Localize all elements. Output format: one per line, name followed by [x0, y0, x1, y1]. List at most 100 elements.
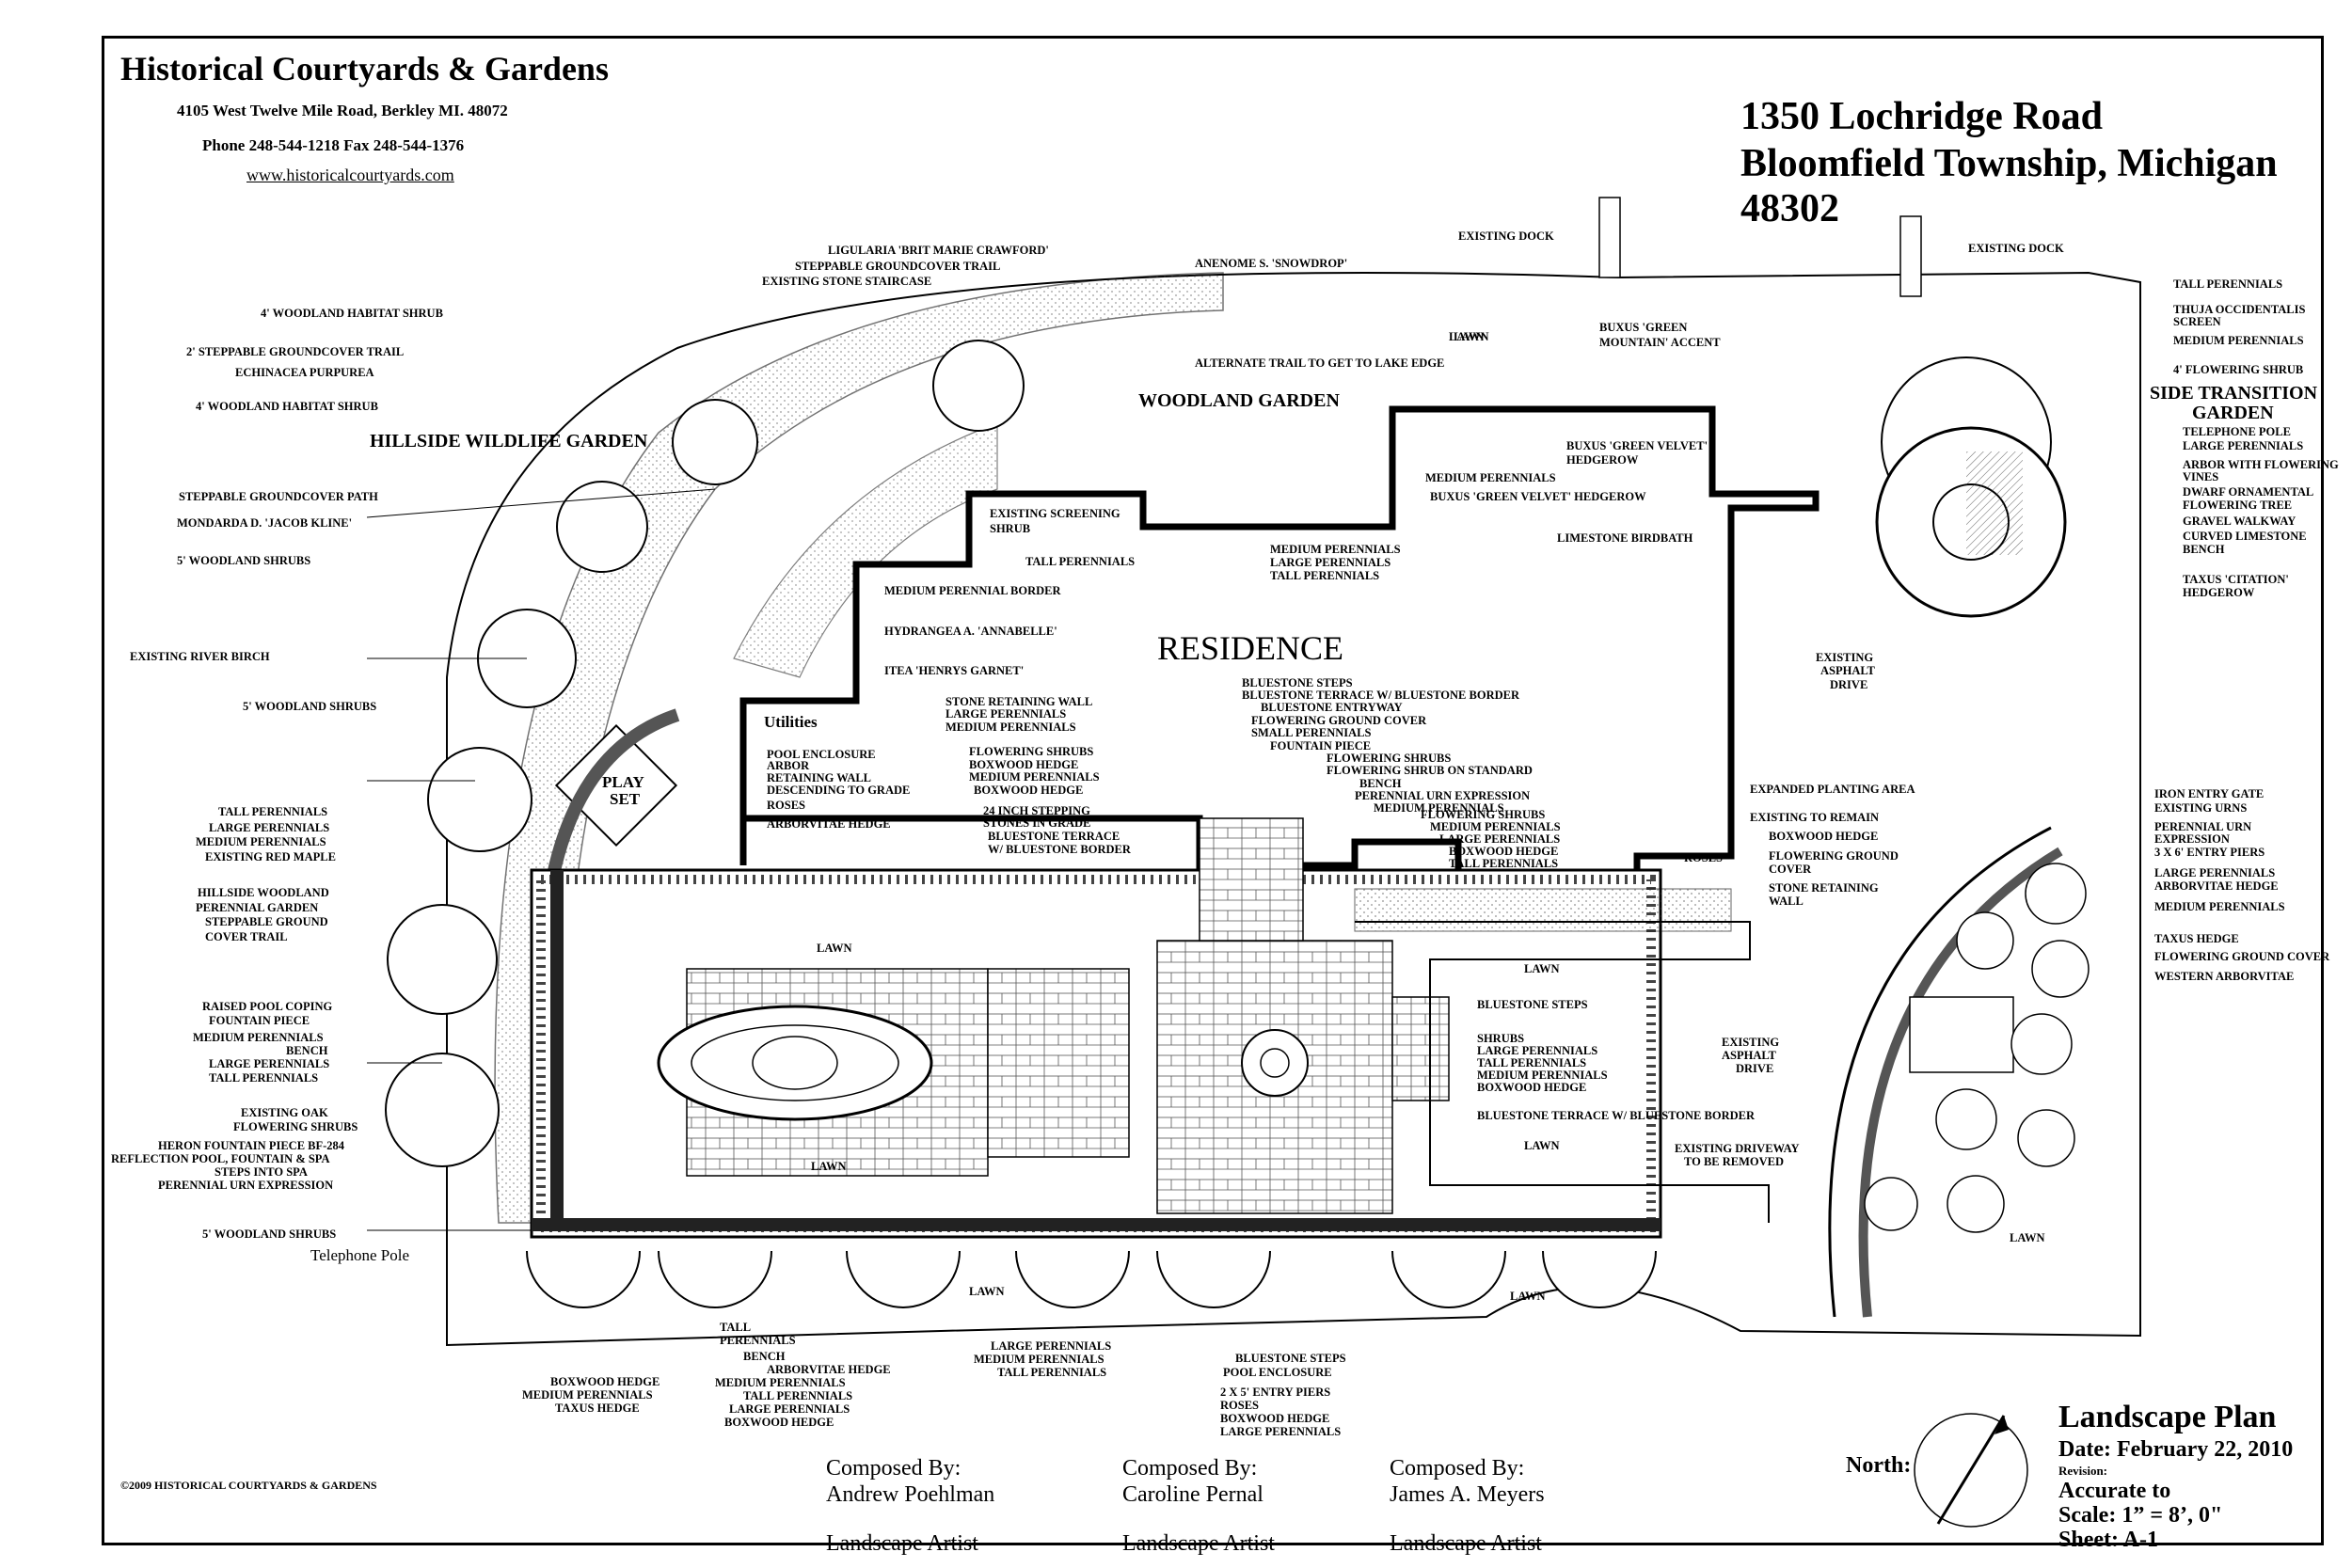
revision-label: Revision: — [2058, 1464, 2107, 1478]
plan-label: ITEA 'HENRYS GARNET' — [884, 664, 1025, 677]
play-set-label-2: SET — [610, 790, 641, 808]
plan-label: 4' WOODLAND HABITAT SHRUB — [261, 307, 443, 320]
plan-label: TO BE REMOVED — [1684, 1155, 1785, 1168]
lawn-label: LAWN — [2010, 1231, 2045, 1244]
plan-label: FLOWERING GROUND COVER — [1251, 714, 1427, 727]
plan-label: TALL PERENNIALS — [1477, 1056, 1587, 1069]
plan-label: POOL ENCLOSURE — [1223, 1366, 1332, 1379]
plan-label: HILLSIDE WOODLAND — [198, 886, 329, 899]
plan-label: TALL PERENNIALS — [997, 1366, 1107, 1379]
plan-label: LIMESTONE BIRDBATH — [1557, 531, 1693, 545]
plan-label: FLOWERING GROUND — [1769, 849, 1899, 863]
plan-label: MEDIUM PERENNIALS — [1270, 543, 1401, 556]
woodland-garden-label: WOODLAND GARDEN — [1138, 390, 1340, 411]
plan-label: MEDIUM PERENNIALS — [2173, 334, 2304, 347]
lawn-label: LAWN — [969, 1285, 1005, 1298]
plan-label: LARGE PERENNIALS — [1439, 832, 1561, 846]
arborvitae — [1935, 1088, 1997, 1150]
plan-label: MEDIUM PERENNIALS — [715, 1376, 846, 1389]
north-label: North: — [1846, 1453, 1912, 1478]
plan-label: RAISED POOL COPING — [202, 1000, 333, 1013]
entry-arc — [1828, 826, 2052, 1318]
plan-label: POOL ENCLOSURE — [767, 748, 876, 761]
terrace-east — [1391, 996, 1450, 1101]
composer-role: Landscape Artist — [1122, 1531, 1275, 1556]
plan-label: STEPPABLE GROUND — [205, 915, 328, 928]
plan-label: PERENNIAL URN EXPRESSION — [158, 1179, 334, 1192]
plan-label: CURVED LIMESTONE — [2183, 530, 2307, 543]
plan-label: EXISTING DOCK — [1968, 242, 2064, 255]
composer-role: Landscape Artist — [826, 1531, 978, 1556]
plan-label: EXISTING TO REMAIN — [1750, 811, 1880, 824]
plan-label: LARGE PERENNIALS — [209, 821, 330, 834]
lawn-label: LAWN — [811, 1160, 847, 1173]
plan-label: TALL PERENNIALS — [743, 1389, 853, 1402]
plan-label: BLUESTONE STEPS — [1477, 998, 1588, 1011]
plan-label: ROSES — [1684, 851, 1723, 864]
fountain-center — [1241, 1029, 1309, 1097]
plan-label: MEDIUM PERENNIALS — [974, 1353, 1104, 1366]
firm-name: Historical Courtyards & Gardens — [120, 50, 609, 87]
side-transition-label: SIDE TRANSITION — [2150, 383, 2318, 404]
plan-label: ARBORVITAE HEDGE — [767, 1363, 891, 1376]
plan-label: ECHINACEA PURPUREA — [235, 366, 374, 379]
plan-label: EXISTING SCREENING — [990, 507, 1120, 520]
plan-label: STEPPABLE GROUNDCOVER PATH — [179, 490, 378, 503]
plan-label: FLOWERING SHRUBS — [969, 745, 1094, 758]
plan-label: TALL PERENNIALS — [209, 1071, 319, 1085]
plan-label: BUXUS 'GREEN VELVET' HEDGEROW — [1430, 490, 1646, 503]
plan-label: FOUNTAIN PIECE — [209, 1014, 310, 1027]
plan-label: PERENNIAL GARDEN — [196, 901, 319, 914]
existing-dock-west — [1598, 197, 1621, 278]
plan-scale: Scale: 1” = 8’, 0" — [2058, 1503, 2223, 1528]
tree — [672, 399, 758, 485]
plan-label: BLUESTONE STEPS — [1242, 676, 1353, 689]
arborvitae — [1947, 1175, 2005, 1233]
project-city: Bloomfield Township, Michigan 48302 — [1740, 142, 2278, 230]
plan-label: LIGULARIA 'BRIT MARIE CRAWFORD' — [828, 244, 1049, 257]
plan-label: 3 X 6' ENTRY PIERS — [2154, 846, 2265, 859]
plan-label: 4' WOODLAND HABITAT SHRUB — [196, 400, 378, 413]
plan-label: COVER — [1769, 863, 1812, 876]
plan-label: BENCH — [2183, 543, 2225, 556]
plan-label: STONES IN GRADE — [983, 816, 1091, 830]
plan-label: BUXUS 'GREEN VELVET' — [1566, 439, 1708, 452]
utilities-label: Utilities — [764, 713, 818, 731]
plan-label: TAXUS HEDGE — [2154, 932, 2239, 945]
plan-label: 2 X 5' ENTRY PIERS — [1220, 1386, 1331, 1399]
composer-heading: Composed By: — [826, 1456, 961, 1481]
plan-label: EXISTING — [1816, 651, 1874, 664]
plan-label: ALTERNATE TRAIL TO GET TO LAKE EDGE — [1195, 356, 1445, 370]
plan-label: BOXWOOD HEDGE — [1449, 845, 1559, 858]
plan-label: FOUNTAIN PIECE — [1270, 739, 1372, 752]
side-garden-hatch — [1966, 451, 2023, 555]
plan-label: ROSES — [767, 799, 805, 812]
plan-label: MEDIUM PERENNIALS — [946, 721, 1076, 734]
plan-title: Landscape Plan — [2058, 1400, 2277, 1434]
plan-label: SHRUB — [990, 522, 1031, 535]
plan-label: MEDIUM PERENNIAL BORDER — [884, 584, 1061, 597]
plan-label: HEDGEROW — [2183, 586, 2255, 599]
plan-label: 24 INCH STEPPING — [983, 804, 1090, 817]
plan-label: ROSES — [1220, 1399, 1259, 1412]
plan-label: STEPS INTO SPA — [215, 1165, 308, 1179]
plan-label: W/ BLUESTONE BORDER — [988, 843, 1131, 856]
side-transition-label-2: GARDEN — [2192, 403, 2274, 423]
plan-label: EXPRESSION — [2154, 832, 2230, 846]
plan-label: BOXWOOD HEDGE — [974, 784, 1084, 797]
plan-label: BLUESTONE ENTRYWAY — [1261, 701, 1403, 714]
plan-label: 5' WOODLAND SHRUBS — [202, 1227, 337, 1241]
plan-label: FLOWERING TREE — [2183, 499, 2293, 512]
plan-label: FLOWERING SHRUBS — [1421, 808, 1546, 821]
tree — [556, 481, 648, 573]
plan-label: EXISTING STONE STAIRCASE — [762, 275, 932, 288]
sheet-number: Sheet: A-1 — [2058, 1528, 2158, 1552]
plan-label: TALL — [720, 1321, 752, 1334]
plan-label: HEDGEROW — [1566, 453, 1639, 467]
dark-wall-left — [550, 870, 564, 1218]
lawn-label: LAWN — [1524, 962, 1560, 975]
plan-label: BOXWOOD HEDGE — [1220, 1412, 1330, 1425]
plan-label: LARGE PERENNIALS — [1220, 1425, 1342, 1438]
firm-website[interactable]: www.historicalcourtyards.com — [246, 166, 454, 184]
residence-label: RESIDENCE — [1157, 629, 1343, 667]
